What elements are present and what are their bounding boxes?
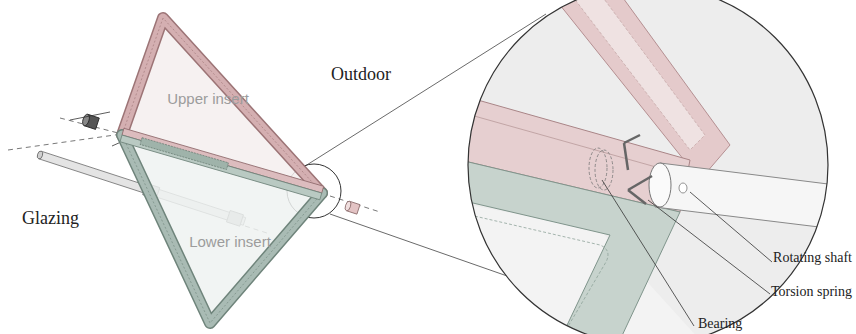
insert-panel: Lower insert bbox=[112, 125, 330, 330]
triangle-outline bbox=[112, 125, 330, 330]
part-name: Upper insert bbox=[167, 90, 249, 107]
side-label: Glazing bbox=[22, 208, 79, 229]
part-label: Bearing bbox=[698, 316, 742, 332]
part-label: Rotating shaft bbox=[773, 250, 852, 266]
detail-view bbox=[460, 0, 856, 334]
detail-circle bbox=[468, 0, 828, 334]
side-label: Outdoor bbox=[331, 64, 391, 85]
hinge-tube bbox=[120, 128, 324, 199]
part-name: Lower insert bbox=[189, 233, 271, 250]
part-leaders bbox=[602, 180, 772, 326]
part-label: Torsion spring bbox=[771, 284, 852, 300]
